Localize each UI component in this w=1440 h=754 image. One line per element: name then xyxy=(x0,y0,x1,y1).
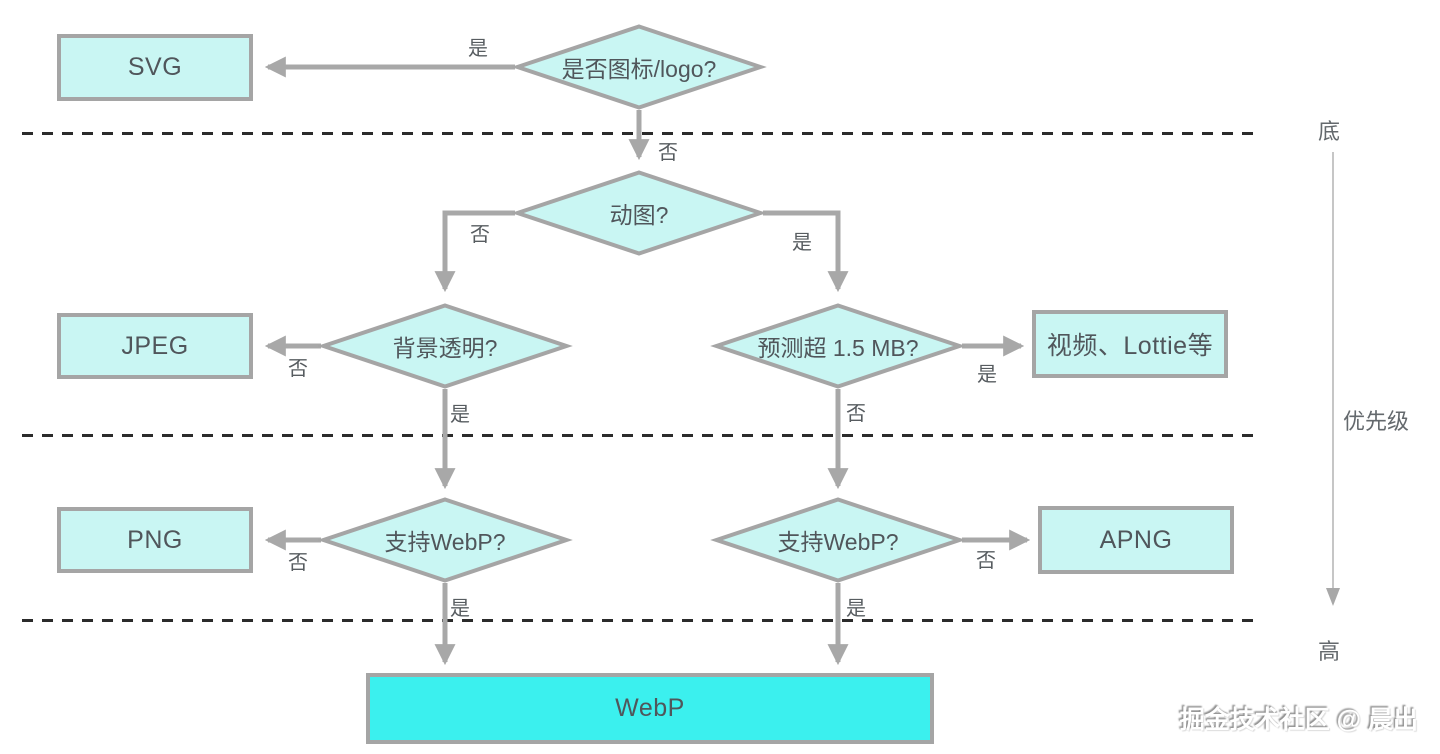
decision-transparent-bg: 背景透明? xyxy=(317,303,573,389)
node-jpeg: JPEG xyxy=(57,313,253,379)
decision-icon-logo: 是否图标/logo? xyxy=(511,24,767,110)
edge-label-size-yes: 是 xyxy=(977,364,997,386)
edge-anim-to-size xyxy=(763,210,849,293)
node-png: PNG xyxy=(57,507,253,573)
edge-label-webpright-yes: 是 xyxy=(846,598,866,620)
axis-title-priority: 优先级 xyxy=(1343,409,1410,434)
priority-axis-arrow xyxy=(1326,588,1340,606)
decision-transparent-bg-label: 背景透明? xyxy=(392,335,498,361)
node-video-lottie: 视频、Lottie等 xyxy=(1032,310,1228,378)
edge-label-webpleft-yes: 是 xyxy=(450,598,470,620)
edge-anim-to-bg xyxy=(434,210,515,293)
node-png-label: PNG xyxy=(127,525,183,554)
decision-animated: 动图? xyxy=(511,170,767,256)
watermark-text: 掘金技术社区 @ 晨出 xyxy=(1179,706,1418,734)
decision-webp-support-right: 支持WebP? xyxy=(710,497,966,583)
edge-label-webpright-no: 否 xyxy=(976,550,996,572)
decision-webp-support-left-label: 支持WebP? xyxy=(384,529,506,555)
edge-label-webpleft-no: 否 xyxy=(288,552,308,574)
node-webp-label: WebP xyxy=(615,694,685,722)
node-webp: WebP xyxy=(366,673,934,744)
edge-label-anim-yes: 是 xyxy=(792,232,812,254)
node-video-lottie-label: 视频、Lottie等 xyxy=(1046,332,1214,360)
decision-webp-support-left: 支持WebP? xyxy=(317,497,573,583)
node-apng-label: APNG xyxy=(1099,525,1173,554)
edge-label-bg-no: 否 xyxy=(288,358,308,380)
edge-label-icon-no: 否 xyxy=(658,142,678,164)
decision-icon-logo-label: 是否图标/logo? xyxy=(561,56,717,82)
node-jpeg-label: JPEG xyxy=(121,331,189,360)
axis-label-low: 底 xyxy=(1318,119,1341,144)
edge-label-anim-no: 否 xyxy=(470,224,490,246)
decision-over-size: 预测超 1.5 MB? xyxy=(710,303,966,389)
decision-animated-label: 动图? xyxy=(609,202,669,228)
edge-label-bg-yes: 是 xyxy=(450,404,470,426)
node-svg-label: SVG xyxy=(127,53,183,81)
edge-label-size-no: 否 xyxy=(846,403,866,425)
edge-label-icon-yes: 是 xyxy=(468,38,488,60)
node-svg: SVG xyxy=(57,34,253,101)
node-apng: APNG xyxy=(1038,506,1234,574)
decision-webp-support-right-label: 支持WebP? xyxy=(777,529,899,555)
axis-label-high: 高 xyxy=(1318,639,1341,664)
decision-over-size-label: 预测超 1.5 MB? xyxy=(757,335,919,361)
